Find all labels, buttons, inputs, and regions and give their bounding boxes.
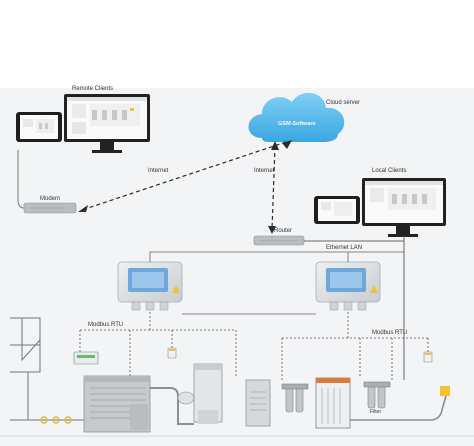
arrow-head-icon (78, 205, 88, 212)
filter-group-right (363, 381, 391, 409)
local-clients-label: Local Clients (372, 168, 407, 174)
internet-link-modem (81, 141, 287, 211)
internet-label-right: Internet (254, 168, 275, 174)
outlet-valve-icon (440, 386, 450, 396)
pipe-outlet (350, 395, 447, 421)
router-label: Router (274, 228, 293, 234)
internet-label-left: Internet (148, 168, 169, 174)
modbus-bus-right (281, 312, 429, 380)
modbus-bus-left (79, 312, 237, 380)
lan-controller-link (149, 251, 404, 262)
internet-link-router (271, 145, 276, 231)
modbus-rtu-right-label: Modbus RTU (372, 330, 408, 336)
filter-label: Filter (370, 409, 382, 415)
filter-group-center (281, 383, 309, 413)
ethernet-lan-label: Ethernet LAN (326, 245, 363, 251)
controller-right (315, 261, 381, 311)
dryer-cabinet (315, 377, 351, 429)
modem-label: Modem (40, 196, 61, 202)
modem-device (17, 150, 77, 214)
pipe-scaffold (10, 317, 90, 421)
arrow-head-icon (268, 226, 276, 234)
compressor-large (83, 375, 151, 433)
dryer-unit (193, 363, 223, 424)
remote-clients-group (16, 94, 150, 153)
pipe-segment (150, 387, 194, 425)
cloud-server-label: Cloud server (326, 100, 361, 106)
cloud-software-label: GSM-Software (278, 121, 316, 127)
pipe-valves (40, 416, 72, 424)
remote-clients-label: Remote Clients (72, 86, 114, 92)
tank-icon (177, 391, 195, 405)
router-device (253, 235, 305, 246)
arrow-head-icon (282, 140, 292, 149)
background-band (0, 88, 474, 446)
arrow-head-icon (271, 141, 279, 150)
cloud-server (248, 92, 345, 142)
local-clients-group (314, 178, 446, 237)
compressor-small (245, 379, 271, 427)
controller-left (117, 261, 183, 311)
modbus-rtu-left-label: Modbus RTU (88, 322, 124, 328)
